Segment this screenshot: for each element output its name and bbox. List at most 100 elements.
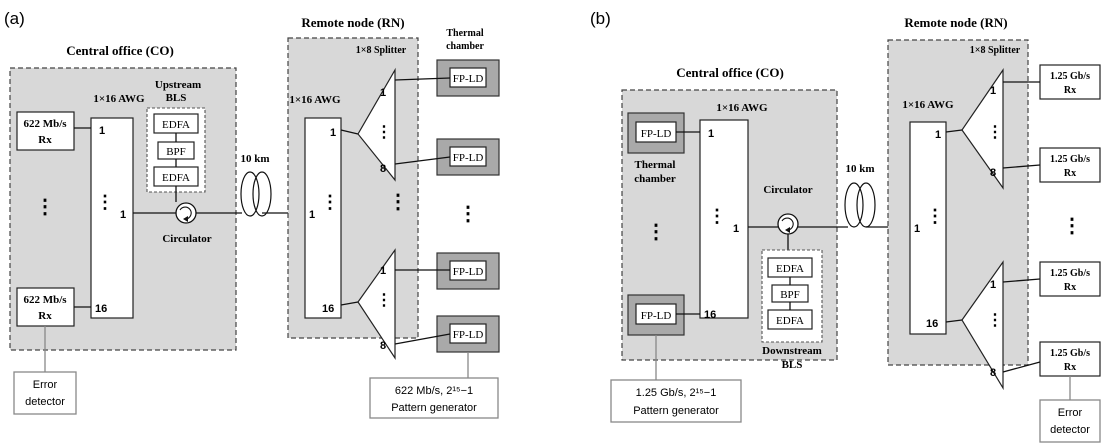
splitter-upper [357,67,396,182]
svg-text:622 Mb/s: 622 Mb/s [23,118,67,130]
svg-text:EDFA: EDFA [162,172,190,184]
svg-text:8: 8 [990,367,996,379]
error-detector-a [13,371,77,415]
svg-text:detector: detector [1050,424,1090,436]
svg-text:8: 8 [990,167,996,179]
splitter-lower [357,248,396,360]
svg-text:FP-LD: FP-LD [453,329,484,341]
svg-text:1×8 Splitter: 1×8 Splitter [970,45,1021,56]
svg-text:1×16 AWG: 1×16 AWG [716,102,768,114]
svg-text:Circulator: Circulator [162,233,211,245]
svg-text:16: 16 [95,303,107,315]
svg-text:FP-LD: FP-LD [453,73,484,85]
svg-text:⋮: ⋮ [388,191,408,213]
svg-text:⋮: ⋮ [926,206,944,226]
svg-text:⋮: ⋮ [987,312,1003,329]
svg-text:1: 1 [309,209,315,221]
svg-text:BPF: BPF [780,289,800,301]
fiber-spool-icon [240,171,260,217]
svg-text:Upstream: Upstream [155,79,201,91]
svg-text:Central office (CO): Central office (CO) [676,65,784,80]
remote-node-region-b [887,39,1029,366]
svg-text:1.25 Gb/s, 2¹⁵−1: 1.25 Gb/s, 2¹⁵−1 [636,387,717,399]
svg-text:1: 1 [914,223,920,235]
svg-text:1: 1 [708,128,714,140]
rx-622-top [16,111,75,151]
svg-text:Pattern generator: Pattern generator [391,402,477,414]
fiber-spool-icon [844,182,864,228]
splitter-upper-b [961,68,1004,190]
svg-text:chamber: chamber [634,173,676,185]
svg-text:EDFA: EDFA [776,263,804,275]
svg-text:10 km: 10 km [845,163,874,175]
co-awg [90,117,134,319]
svg-text:1: 1 [120,209,126,221]
co-title: Central office (CO) [66,43,174,58]
svg-text:622 Mb/s: 622 Mb/s [23,294,67,306]
svg-text:1: 1 [935,129,941,141]
svg-text:Rx: Rx [38,134,52,146]
svg-text:16: 16 [926,318,938,330]
co-awg-b [699,119,749,319]
svg-text:1: 1 [380,87,386,99]
rx-1.25 [1039,261,1101,297]
svg-text:BLS: BLS [166,92,187,104]
svg-text:⋮: ⋮ [708,206,726,226]
svg-text:10 km: 10 km [240,153,269,165]
svg-text:⋮: ⋮ [1062,215,1082,237]
svg-text:8: 8 [380,163,386,175]
svg-text:1×16 AWG: 1×16 AWG [289,94,341,106]
svg-text:Remote node (RN): Remote node (RN) [301,15,404,30]
rx-1.25 [1039,64,1101,100]
svg-text:1: 1 [330,127,336,139]
svg-text:Pattern generator: Pattern generator [633,405,719,417]
svg-text:⋮: ⋮ [987,124,1003,141]
panel-b-label: (b) [590,9,611,28]
svg-text:1: 1 [733,223,739,235]
svg-text:detector: detector [25,396,65,408]
svg-text:⋮: ⋮ [321,192,339,212]
svg-text:Thermal: Thermal [446,28,483,39]
svg-text:Error: Error [1058,407,1083,419]
svg-text:Rx: Rx [1064,282,1076,293]
svg-text:EDFA: EDFA [162,119,190,131]
splitter-lower-b [961,260,1004,391]
svg-text:BLS: BLS [782,359,803,371]
svg-text:1: 1 [990,85,996,97]
svg-text:⋮: ⋮ [458,203,478,225]
svg-text:EDFA: EDFA [776,315,804,327]
svg-text:Error: Error [33,379,58,391]
svg-text:FP-LD: FP-LD [641,128,672,140]
rx-1.25 [1039,147,1101,183]
svg-text:chamber: chamber [446,41,484,52]
svg-text:BPF: BPF [166,146,186,158]
svg-text:622 Mb/s, 2¹⁵−1: 622 Mb/s, 2¹⁵−1 [395,385,473,397]
panel-a-label: (a) [4,9,25,28]
svg-text:⋮: ⋮ [376,124,392,141]
svg-text:Thermal: Thermal [635,159,676,171]
svg-text:Remote node (RN): Remote node (RN) [904,15,1007,30]
svg-text:Downstream: Downstream [762,345,822,357]
svg-text:1.25 Gb/s: 1.25 Gb/s [1050,348,1090,359]
vertical-ellipsis: ⋮ [35,196,55,218]
svg-text:1×8 Splitter: 1×8 Splitter [356,45,407,56]
pattern-generator-b [610,379,742,423]
svg-text:⋮: ⋮ [646,221,666,243]
svg-text:FP-LD: FP-LD [641,310,672,322]
svg-text:1.25 Gb/s: 1.25 Gb/s [1050,71,1090,82]
rn-awg [304,117,342,319]
rn-awg-b [909,121,947,335]
svg-text:1×16 AWG: 1×16 AWG [902,99,954,111]
svg-text:Rx: Rx [1064,85,1076,96]
svg-text:1.25 Gb/s: 1.25 Gb/s [1050,268,1090,279]
svg-text:16: 16 [704,309,716,321]
svg-text:1×16 AWG: 1×16 AWG [93,93,145,105]
panel-a: (a) Central office (CO) 622 Mb/s Rx 622 … [4,9,500,419]
svg-text:1.25 Gb/s: 1.25 Gb/s [1050,154,1090,165]
svg-text:Rx: Rx [38,310,52,322]
svg-text:16: 16 [322,303,334,315]
svg-text:1: 1 [990,279,996,291]
svg-text:Rx: Rx [1064,362,1076,373]
svg-text:⋮: ⋮ [376,292,392,309]
